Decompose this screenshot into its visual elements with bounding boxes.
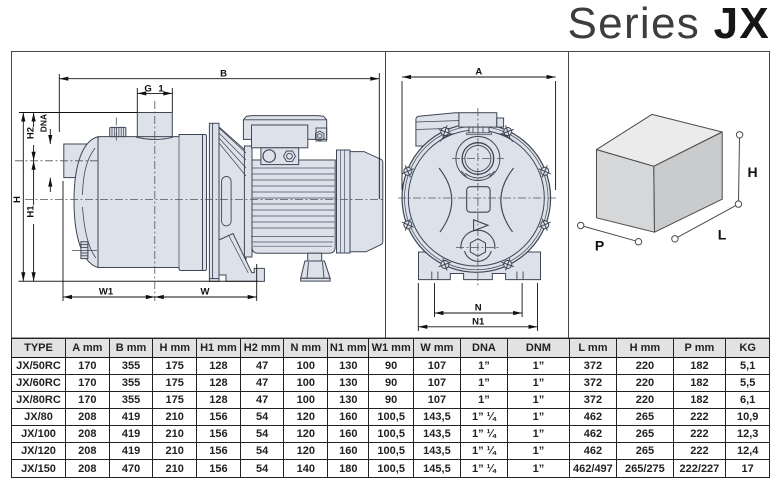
svg-text:DNA: DNA: [39, 114, 49, 132]
svg-text:H: H: [12, 196, 23, 203]
svg-text:N1: N1: [472, 316, 485, 327]
svg-text:A: A: [475, 67, 482, 78]
svg-text:H1: H1: [26, 205, 37, 218]
svg-text:L: L: [718, 227, 727, 243]
svg-text:P: P: [595, 238, 604, 254]
svg-text:W: W: [201, 287, 210, 298]
svg-text:W1: W1: [99, 287, 114, 298]
svg-text:G 1: G 1: [144, 84, 165, 95]
svg-text:B: B: [220, 69, 227, 80]
svg-text:N: N: [475, 303, 482, 314]
svg-text:H2: H2: [26, 127, 37, 139]
svg-text:H: H: [747, 164, 757, 180]
